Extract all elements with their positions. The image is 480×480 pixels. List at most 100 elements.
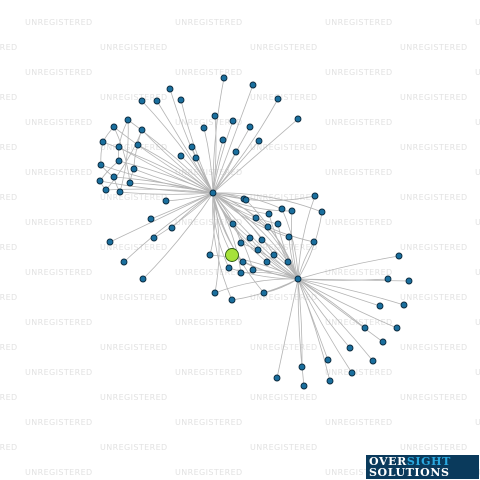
network-node[interactable] [206, 251, 214, 259]
network-node[interactable] [384, 275, 392, 283]
network-node[interactable] [115, 157, 123, 165]
network-node[interactable] [239, 258, 247, 266]
network-node[interactable] [220, 74, 228, 82]
network-node[interactable] [361, 324, 369, 332]
network-node[interactable] [237, 239, 245, 247]
edge [212, 192, 265, 294]
network-node[interactable] [294, 115, 302, 123]
watermark-text: UNREGISTERED [100, 43, 168, 52]
network-node[interactable] [288, 207, 296, 215]
network-node[interactable] [246, 123, 254, 131]
watermark-text: UNREGISTERED [25, 418, 93, 427]
network-node[interactable] [211, 289, 219, 297]
network-node[interactable] [318, 208, 326, 216]
selected-node[interactable] [225, 248, 239, 262]
network-node[interactable] [264, 223, 272, 231]
network-node[interactable] [379, 338, 387, 346]
network-node[interactable] [99, 138, 107, 146]
network-node[interactable] [166, 85, 174, 93]
edge [297, 195, 316, 280]
network-node[interactable] [400, 301, 408, 309]
network-node[interactable] [270, 251, 278, 259]
network-node[interactable] [134, 141, 142, 149]
edge [118, 160, 214, 194]
network-node[interactable] [219, 136, 227, 144]
network-node[interactable] [177, 96, 185, 104]
network-node[interactable] [263, 258, 271, 266]
network-node[interactable] [110, 173, 118, 181]
network-node[interactable] [97, 161, 105, 169]
network-node[interactable] [168, 224, 176, 232]
watermark-text: UNREGISTERED [400, 393, 468, 402]
network-node[interactable] [237, 269, 245, 277]
network-node[interactable] [192, 154, 200, 162]
network-node[interactable] [285, 233, 293, 241]
network-node[interactable] [106, 238, 114, 246]
network-node[interactable] [265, 210, 273, 218]
watermark-text: UNREGISTERED [175, 168, 243, 177]
edge [297, 278, 389, 281]
network-node[interactable] [252, 214, 260, 222]
network-node[interactable] [260, 289, 268, 297]
network-node[interactable] [284, 258, 292, 266]
network-node[interactable] [120, 258, 128, 266]
edge [212, 139, 224, 194]
network-node[interactable] [273, 374, 281, 382]
network-node[interactable] [124, 116, 132, 124]
network-node[interactable] [369, 357, 377, 365]
network-node[interactable] [138, 126, 146, 134]
network-node[interactable] [232, 148, 240, 156]
network-node[interactable] [188, 143, 196, 151]
network-node[interactable] [177, 152, 185, 160]
network-node[interactable] [150, 234, 158, 242]
network-node[interactable] [393, 324, 401, 332]
hub-node[interactable] [209, 189, 217, 197]
hub-node[interactable] [294, 275, 302, 283]
network-node[interactable] [229, 220, 237, 228]
network-node[interactable] [116, 188, 124, 196]
network-node[interactable] [310, 238, 318, 246]
network-node[interactable] [255, 137, 263, 145]
network-node[interactable] [139, 275, 147, 283]
network-node[interactable] [326, 377, 334, 385]
network-node[interactable] [246, 234, 254, 242]
network-node[interactable] [249, 266, 257, 274]
network-node[interactable] [311, 192, 319, 200]
network-node[interactable] [348, 369, 356, 377]
network-node[interactable] [376, 302, 384, 310]
network-node[interactable] [102, 186, 110, 194]
network-node[interactable] [138, 97, 146, 105]
network-node[interactable] [229, 117, 237, 125]
network-node[interactable] [346, 344, 354, 352]
edge [297, 278, 366, 329]
network-node[interactable] [258, 236, 266, 244]
network-node[interactable] [324, 356, 332, 364]
edge [212, 126, 251, 194]
network-node[interactable] [278, 205, 286, 213]
edge [281, 208, 299, 280]
network-node[interactable] [274, 95, 282, 103]
network-node[interactable] [225, 264, 233, 272]
network-node[interactable] [274, 220, 282, 228]
network-node[interactable] [211, 112, 219, 120]
network-node[interactable] [300, 382, 308, 390]
network-node[interactable] [110, 123, 118, 131]
network-node[interactable] [249, 81, 257, 89]
network-node[interactable] [395, 252, 403, 260]
network-node[interactable] [254, 246, 262, 254]
network-node[interactable] [147, 215, 155, 223]
network-node[interactable] [405, 277, 413, 285]
network-node[interactable] [130, 165, 138, 173]
network-node[interactable] [96, 177, 104, 185]
network-node[interactable] [115, 143, 123, 151]
network-node[interactable] [298, 363, 306, 371]
network-node[interactable] [200, 124, 208, 132]
network-node[interactable] [126, 179, 134, 187]
network-node[interactable] [228, 296, 236, 304]
watermark-text: UNREGISTERED [0, 43, 18, 52]
network-node[interactable] [153, 97, 161, 105]
network-node[interactable] [242, 196, 250, 204]
network-node[interactable] [162, 197, 170, 205]
edge [119, 191, 214, 195]
watermark-text: UNREGISTERED [25, 218, 93, 227]
